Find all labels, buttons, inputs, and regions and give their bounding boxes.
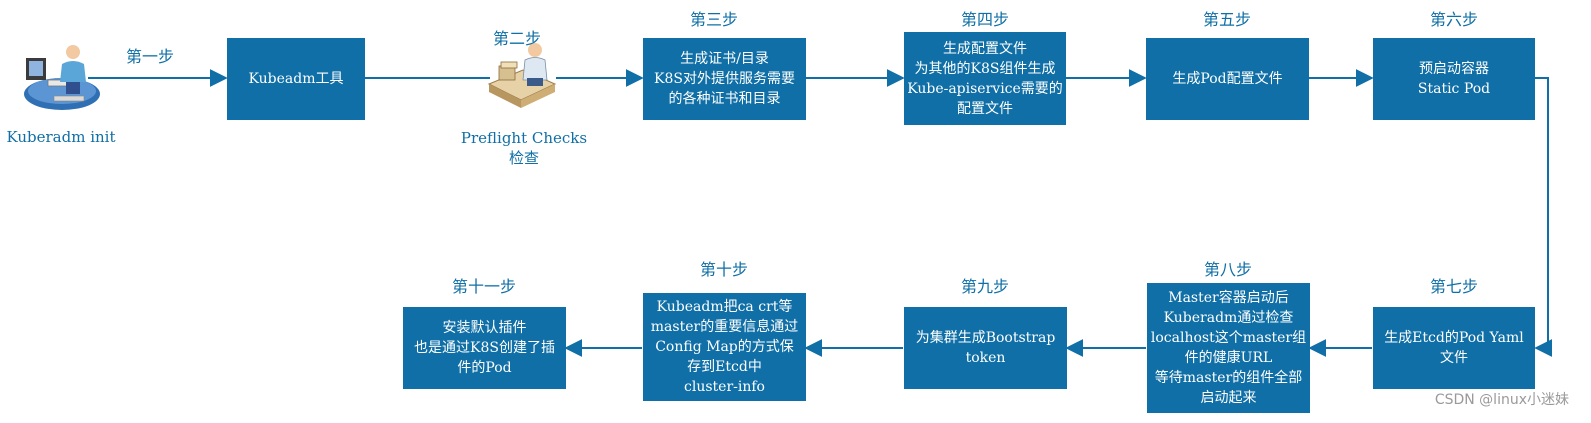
start-caption: Kuberadm init xyxy=(6,128,116,146)
step-label-8: 第八步 xyxy=(1203,260,1252,279)
step-label-5: 第五步 xyxy=(1202,10,1251,29)
box-text: 生成证书/目录 xyxy=(680,51,769,67)
step-label-11: 第十一步 xyxy=(451,277,516,296)
computer-user-icon xyxy=(24,45,100,110)
box-text: Kuberadm通过检查 xyxy=(1163,310,1294,326)
kubeadm-tool-box: Kubeadm工具 xyxy=(227,38,365,120)
step-label-9: 第九步 xyxy=(960,277,1009,296)
step-label-10: 第十步 xyxy=(699,260,748,279)
box-text: 安装默认插件 xyxy=(442,320,527,336)
preflight-caption-line: 检查 xyxy=(508,149,539,167)
box-text: 也是通过K8S创建了插 xyxy=(414,340,555,356)
step3-box: 生成证书/目录 K8S对外提供服务需要 的各种证书和目录 xyxy=(643,38,806,120)
box-text: 预启动容器 xyxy=(1419,61,1489,77)
box-text: Master容器启动后 xyxy=(1168,290,1289,306)
arrow-step6-7 xyxy=(1534,77,1553,357)
box-text: 生成Pod配置文件 xyxy=(1172,71,1283,87)
step9-box: 为集群生成Bootstrap token xyxy=(904,307,1067,389)
box-text: Kubeadm工具 xyxy=(248,71,344,87)
preflight-caption: Preflight Checks 检查 xyxy=(454,128,594,168)
box-text: 的各种证书和目录 xyxy=(668,91,781,107)
box-text: Config Map的方式保 xyxy=(655,339,794,355)
step-label-7: 第七步 xyxy=(1429,277,1478,296)
step4-box: 生成配置文件 为其他的K8S组件生成 Kube-apiservice需要的 配置… xyxy=(904,32,1066,125)
step-label-6: 第六步 xyxy=(1429,10,1478,29)
box-text: 生成配置文件 xyxy=(943,40,1027,57)
box-text: 配置文件 xyxy=(957,100,1013,117)
box-text: 为集群生成Bootstrap xyxy=(915,330,1056,346)
step11-box: 安装默认插件 也是通过K8S创建了插 件的Pod xyxy=(403,307,566,389)
box-text: 件的Pod xyxy=(457,360,512,376)
box-text: localhost这个master组 xyxy=(1150,330,1307,346)
box-text: 启动起来 xyxy=(1200,390,1257,406)
step5-box: 生成Pod配置文件 xyxy=(1146,38,1309,120)
box-text: 生成Etcd的Pod Yaml xyxy=(1384,330,1524,346)
step8-box: Master容器启动后 Kuberadm通过检查 localhost这个mast… xyxy=(1147,283,1310,413)
box-text: cluster-info xyxy=(684,379,765,395)
watermark: CSDN @linux小迷妹 xyxy=(1434,392,1569,408)
box-text: token xyxy=(965,350,1006,366)
box-text: master的重要信息通过 xyxy=(650,319,799,335)
box-text: Static Pod xyxy=(1417,81,1491,97)
step-label-1: 第一步 xyxy=(125,47,174,66)
step-label-2: 第二步 xyxy=(492,29,541,48)
step6-box: 预启动容器 Static Pod xyxy=(1373,38,1535,120)
step-label-4: 第四步 xyxy=(960,10,1009,29)
step7-box: 生成Etcd的Pod Yaml 文件 xyxy=(1373,307,1535,389)
box-text: 存到Etcd中 xyxy=(687,359,762,375)
box-text: 文件 xyxy=(1440,350,1468,366)
box-text: K8S对外提供服务需要 xyxy=(654,71,795,87)
preflight-caption-line: Preflight Checks xyxy=(460,129,588,147)
box-text: 件的健康URL xyxy=(1184,350,1273,366)
box-text: 为其他的K8S组件生成 xyxy=(914,60,1056,77)
desk-worker-icon xyxy=(487,43,557,108)
box-text: Kube-apiservice需要的 xyxy=(907,80,1063,97)
box-text: Kubeadm把ca crt等 xyxy=(656,299,793,315)
box-text: 等待master的组件全部 xyxy=(1154,370,1303,386)
step-label-3: 第三步 xyxy=(689,10,738,29)
step10-box: Kubeadm把ca crt等 master的重要信息通过 Config Map… xyxy=(643,293,806,401)
